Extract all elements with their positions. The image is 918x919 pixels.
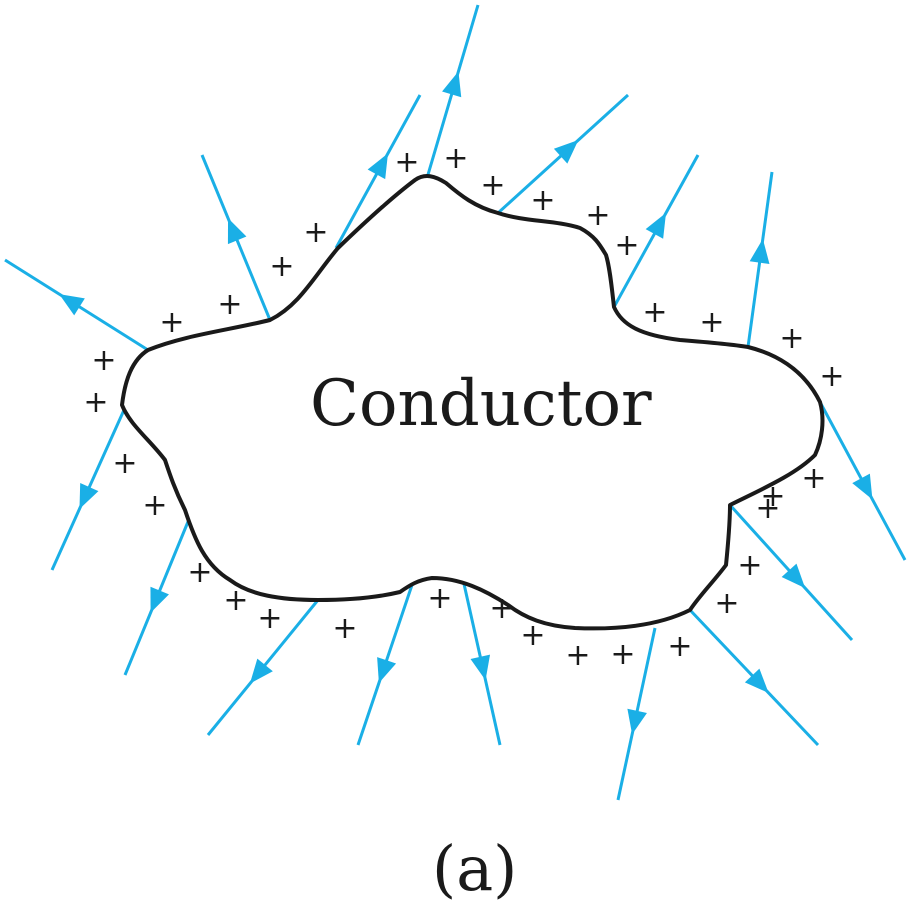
field-arrow-icon [249,658,273,684]
charge-markers: +++++++++++++++++++++++++++++++++ [83,141,844,673]
positive-charge: + [760,479,785,514]
field-arrow-icon [150,586,169,613]
positive-charge: + [585,198,610,233]
positive-charge: + [530,183,555,218]
positive-charge: + [520,618,545,653]
positive-charge: + [142,488,167,523]
field-arrow-icon [367,153,388,180]
field-arrow-icon [852,473,873,500]
field-line [818,401,907,561]
positive-charge: + [269,249,294,284]
field-arrow-icon [781,563,806,589]
positive-charge: + [779,321,804,356]
field-line [616,627,657,801]
field-line [123,511,194,676]
field-line [356,581,415,746]
field-arrow-icon [442,71,462,98]
field-line [206,599,320,736]
positive-charge: + [223,583,248,618]
positive-charge: + [187,555,212,590]
field-line [612,154,700,308]
field-line [728,503,854,642]
field-line [460,574,502,746]
field-arrow-icon [553,140,579,164]
positive-charge: + [257,601,282,636]
positive-charge: + [801,461,826,496]
field-arrow-icon [470,654,491,681]
positive-charge: + [642,295,667,330]
positive-charge: + [667,629,692,664]
positive-charge: + [303,215,328,250]
field-arrow-icon [59,294,85,316]
positive-charge: + [217,287,242,322]
field-arrow-icon [744,668,769,693]
positive-charge: + [755,491,780,526]
field-line [425,4,480,179]
positive-charge: + [489,591,514,626]
field-arrow-icon [749,238,770,264]
positive-charge: + [819,359,844,394]
field-line [200,154,272,321]
figure-caption: (a) [432,832,517,905]
field-line [4,258,149,352]
positive-charge: + [443,141,468,176]
conductor-label: Conductor [310,367,652,441]
field-arrow-icon [227,218,247,245]
positive-charge: + [614,228,639,263]
field-line [688,608,820,747]
field-line [334,94,422,249]
positive-charge: + [394,145,419,180]
field-arrow-icon [645,212,667,239]
positive-charge: + [427,581,452,616]
field-arrow-icon [377,657,397,684]
field-line [746,171,774,348]
positive-charge: + [159,305,184,340]
positive-charge: + [714,586,739,621]
field-arrow-icon [627,708,647,735]
positive-charge: + [112,446,137,481]
field-arrow-icon [79,482,99,509]
positive-charge: + [565,638,590,673]
positive-charge: + [699,305,724,340]
positive-charge: + [737,548,762,583]
positive-charge: + [610,637,635,672]
field-lines [4,4,907,801]
conductor-outline [120,174,825,631]
positive-charge: + [83,385,108,420]
field-line [50,409,126,571]
positive-charge: + [480,168,505,203]
field-line [496,93,630,215]
positive-charge: + [332,611,357,646]
positive-charge: + [91,343,116,378]
